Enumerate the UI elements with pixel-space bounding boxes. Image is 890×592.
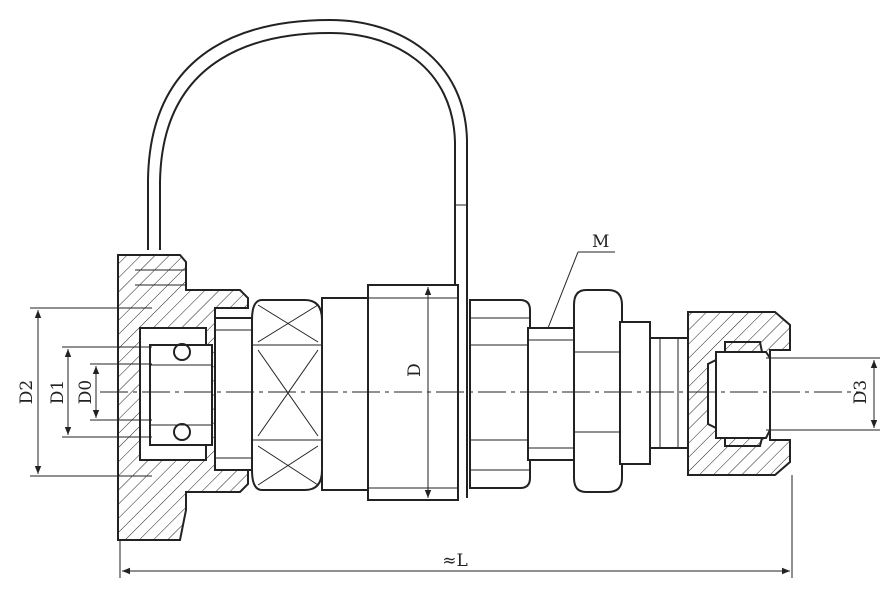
label-l: ≈L xyxy=(442,551,468,571)
neck xyxy=(214,317,254,471)
leader-m: M xyxy=(547,232,615,329)
label-d1: D1 xyxy=(48,380,68,404)
tube-connector xyxy=(649,337,689,449)
hex-body-1 xyxy=(251,299,323,491)
dimension-d0: D0 xyxy=(76,363,152,421)
label-d0: D0 xyxy=(76,380,96,404)
label-d2: D2 xyxy=(17,380,37,404)
retaining-strap xyxy=(147,18,468,498)
dimension-d1: D1 xyxy=(48,346,152,438)
coupler-body xyxy=(321,297,371,491)
compression-nut xyxy=(687,311,791,476)
label-d: D xyxy=(405,363,425,377)
label-d3: D3 xyxy=(851,380,871,404)
nipple-section xyxy=(469,299,579,489)
dimension-l: ≈L xyxy=(119,475,793,578)
label-m: M xyxy=(592,232,609,252)
lock-nut xyxy=(573,289,651,493)
plug-face xyxy=(149,343,213,446)
dimension-d2: D2 xyxy=(17,307,152,477)
dimension-d3: D3 xyxy=(766,357,880,431)
